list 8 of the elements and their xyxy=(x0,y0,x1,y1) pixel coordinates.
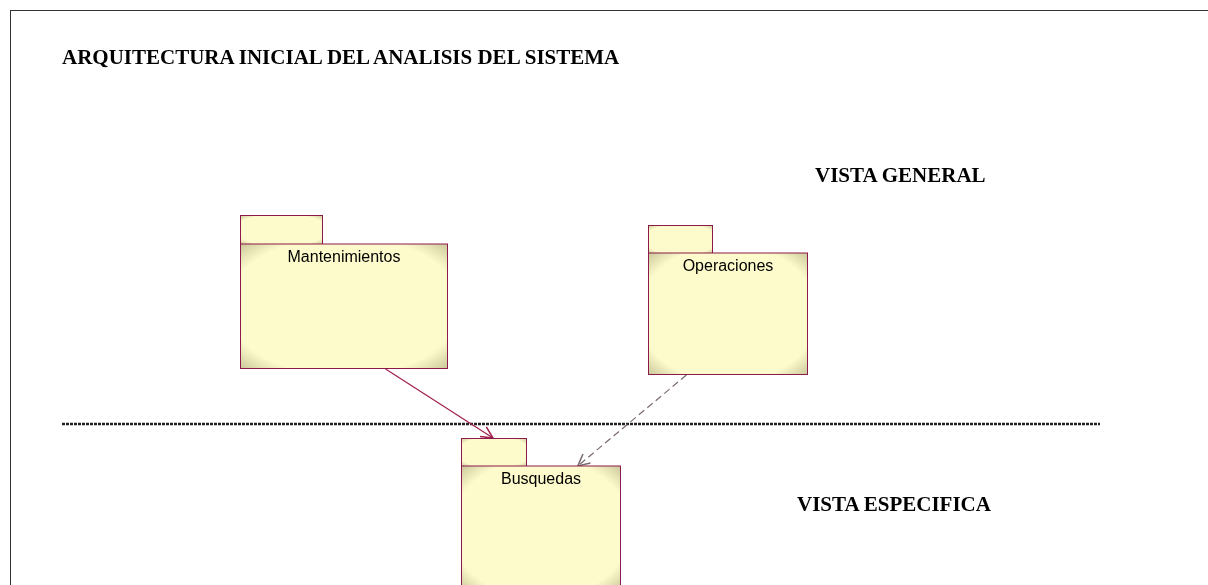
section-label: VISTA ESPECIFICA xyxy=(797,492,991,517)
dependency-arrow xyxy=(385,368,494,439)
diagram-title: ARQUITECTURA INICIAL DEL ANALISIS DEL SISTEMA xyxy=(62,45,620,70)
dependency-arrow xyxy=(577,374,687,467)
section-label: VISTA GENERAL xyxy=(815,163,986,188)
package-name: Operaciones xyxy=(681,257,775,275)
package-name: Busquedas xyxy=(499,470,583,488)
package-name: Mantenimientos xyxy=(286,248,402,266)
